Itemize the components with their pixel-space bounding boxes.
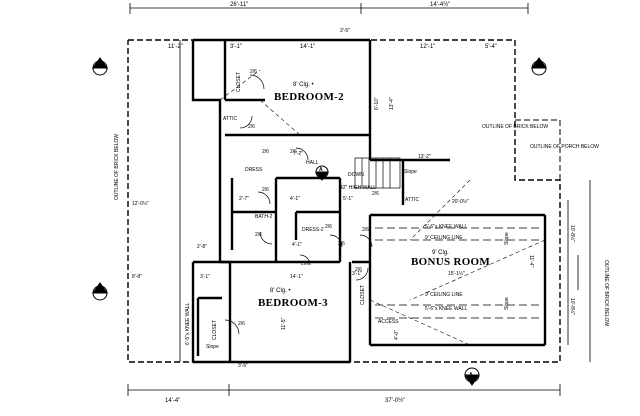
- label-access: ACCESS: [378, 319, 399, 325]
- dim-top-left: 26'-11": [230, 2, 249, 8]
- dim-11-4: 11'-4": [528, 255, 534, 268]
- label-slope-1: Slope: [504, 232, 510, 245]
- dim-3-11: 3'-1": [230, 44, 242, 50]
- label-closet-2: CLOSET: [212, 319, 218, 340]
- section-marker: [315, 165, 329, 181]
- dim-6-10: 6'-10": [374, 97, 380, 110]
- dim-3-1: 3'-1": [200, 274, 210, 280]
- dim-11-5: 11'-5": [281, 317, 287, 330]
- door-size-6: 2/6: [362, 227, 369, 233]
- label-closet-1: CLOSET: [236, 71, 242, 92]
- dim-4-1: 4'-1": [292, 242, 302, 248]
- label-outline-brick-left: OUTLINE OF BRICK BELOW: [114, 133, 120, 200]
- dim-10-8b: 10'-8½": [569, 298, 575, 315]
- door-size-10: 2/6: [255, 232, 262, 238]
- label-lin: LIN: [301, 261, 309, 267]
- label-dressing: DRESS: [245, 167, 263, 173]
- ceiling-bedroom-3: 8' Clg. •: [270, 288, 291, 294]
- dim-14-1: 14'-1": [300, 44, 316, 50]
- door-size-3: 2/6: [262, 187, 269, 193]
- marker-label-4: A: [469, 372, 473, 378]
- dim-13-2: 13'-2": [418, 154, 431, 160]
- ceiling-bedroom-2: 8' Clg. •: [293, 82, 314, 88]
- label-closet-3: CLOSET: [360, 284, 366, 305]
- door-size-9: 2/6: [372, 191, 379, 197]
- label-hall: HALL: [306, 160, 319, 166]
- dim-12-1: 12'-1": [420, 44, 436, 50]
- room-bedroom-2: BEDROOM-2: [274, 91, 344, 103]
- dim-3-1b: 3'-1": [352, 271, 362, 277]
- dim-15-1: 15'-1½": [448, 271, 465, 277]
- section-marker: [92, 57, 108, 76]
- marker-label-2: A: [536, 61, 540, 67]
- section-marker: [531, 57, 547, 76]
- dim-top-right: 14'-4½": [430, 2, 451, 8]
- label-dress-2: DRESS-2: [302, 227, 324, 233]
- door-size-5: 2/6: [325, 224, 332, 230]
- room-bonus: BONUS ROOM: [411, 256, 491, 268]
- dim-7-2: 7'-2": [293, 151, 303, 157]
- dim-3-5-bot: 3'-5": [238, 363, 248, 369]
- dim-11-2: 11'-2": [168, 44, 183, 50]
- label-outline-brick-right: OUTLINE OF BRICK BELOW: [603, 260, 609, 327]
- label-outline-brick-mid: OUTLINE OF BRICK BELOW: [482, 124, 549, 130]
- dim-5-4: 5'-4": [485, 44, 497, 50]
- marker-label-3: A: [97, 286, 101, 292]
- door-size-12: 2/6: [338, 241, 345, 247]
- dim-bottom-right: 37'-0½": [385, 398, 406, 404]
- label-knee-wall-2: 5'-6"x KNEE WALL: [425, 306, 468, 312]
- ceiling-bonus: 9' Clg.: [432, 250, 449, 256]
- section-marker: [92, 282, 108, 301]
- dim-14-1b: 14'-1": [290, 274, 303, 280]
- dim-12-0: 12'-0½": [132, 201, 149, 207]
- door-size-7: 2/6: [238, 321, 245, 327]
- dim-4-0: 4'-0": [394, 330, 400, 340]
- label-down: DOWN: [348, 172, 364, 178]
- dim-10-8a: 10'-8½": [569, 225, 575, 242]
- door-size-8: 2/6: [355, 267, 362, 273]
- door-size-1: 2/6: [248, 124, 255, 130]
- door-size-4: 2/6: [290, 149, 297, 155]
- label-bath-2: BATH-2: [255, 214, 273, 220]
- dim-5-1: 5'-1": [343, 196, 353, 202]
- label-slope-4: Slope: [404, 169, 417, 175]
- label-high-wall: 42" HIGH WALL: [340, 185, 377, 191]
- label-attic-1: ATTIC: [223, 116, 238, 122]
- label-knee-wall-v: 6'-5"x KNEE WALL: [185, 302, 191, 345]
- dim-8-8: 8'-8": [132, 274, 142, 280]
- dim-20-0: 20'-0½": [452, 199, 469, 205]
- section-marker: [464, 367, 480, 386]
- label-slope-2: Slope: [504, 297, 510, 310]
- marker-label-1: A: [97, 61, 101, 67]
- door-size-11: 2/6: [250, 69, 257, 75]
- door-size-2: 2/6: [262, 149, 269, 155]
- label-ceiling-line-2: 9' CEILING LINE: [425, 292, 463, 298]
- label-knee-wall-1: 5'-6"x KNEE WALL: [425, 224, 468, 230]
- label-outline-porch: OUTLINE OF PORCH BELOW: [530, 144, 599, 150]
- dim-3-5-top: 3'-5": [340, 28, 350, 34]
- dim-4-1b: 4'-1": [290, 196, 300, 202]
- room-bedroom-3: BEDROOM-3: [258, 297, 328, 309]
- label-attic-2: ATTIC: [405, 197, 420, 203]
- marker-label-5: A: [319, 167, 323, 173]
- dim-2-7: 2'-7": [239, 196, 249, 202]
- dim-bottom-left: 14'-4": [165, 398, 181, 404]
- label-ceiling-line-1: 9' CEILING LINE: [425, 235, 463, 241]
- dim-2-8: 2'-8": [197, 244, 207, 250]
- dim-13-4: 13'-4": [389, 97, 395, 110]
- label-slope-3: Slope: [206, 344, 219, 350]
